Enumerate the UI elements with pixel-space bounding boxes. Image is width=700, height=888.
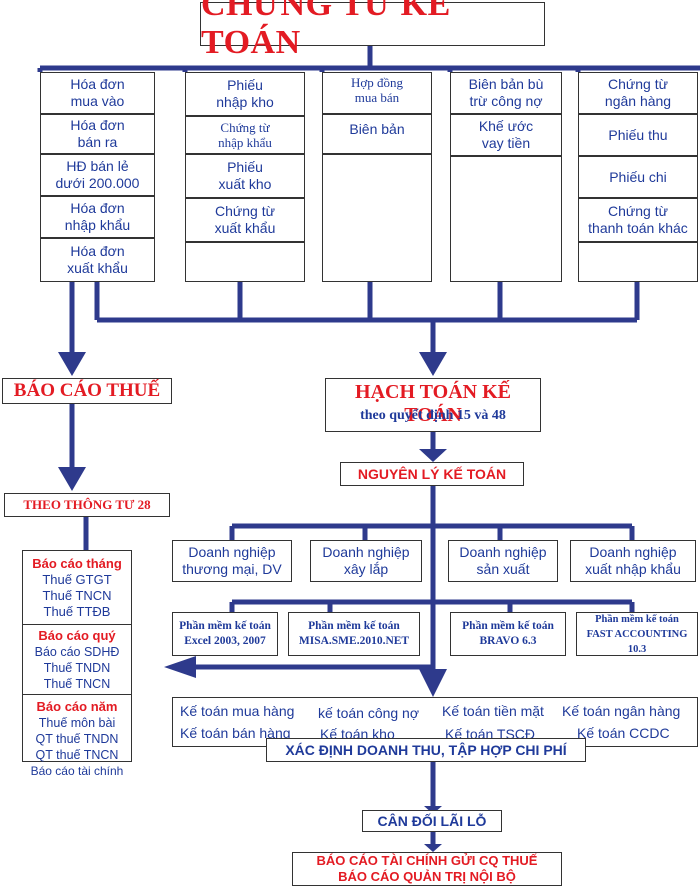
doc-cell: Hóa đơn mua vào <box>40 72 155 114</box>
software-excel: Phần mềm kế toán Excel 2003, 2007 <box>172 612 278 656</box>
doc-cell: Phiếu xuất kho <box>185 154 305 198</box>
doc-cell: Khế ước vay tiền <box>450 114 562 156</box>
business-type: Doanh nghiệp thương mại, DV <box>172 540 292 582</box>
tax-group-heading: Báo cáo tháng <box>32 556 122 571</box>
accounting-title: HẠCH TOÁN KẾ TOÁN <box>355 381 511 426</box>
doc-cell: Hóa đơn nhập khẩu <box>40 196 155 238</box>
account-item: Kế toán bán hàng <box>180 725 291 741</box>
doc-cell: Chứng từ nhập khẩu <box>185 116 305 154</box>
account-item: Kế toán tiền mặt <box>442 703 544 719</box>
principles-title: NGUYÊN LÝ KẾ TOÁN <box>340 462 524 486</box>
business-type: Doanh nghiệp xuất nhập khẩu <box>570 540 696 582</box>
tax-item: Thuế TNCN <box>43 677 111 691</box>
doc-cell: Chứng từ ngân hàng <box>578 72 698 114</box>
doc-cell: Hóa đơn bán ra <box>40 114 155 154</box>
doc-cell: Phiếu chi <box>578 156 698 198</box>
doc-cell: Phiếu thu <box>578 114 698 156</box>
accounting-subtitle: theo quyết định 15 và 48 <box>360 408 506 423</box>
tax-item: Thuế TNDN <box>43 661 111 675</box>
final-report-line: BÁO CÁO QUẢN TRỊ NỘI BỘ <box>338 869 516 884</box>
tax-item: QT thuế TNCN <box>35 748 119 762</box>
doc-cell-empty <box>322 154 432 282</box>
page-title: CHỨNG TỪ KẾ TOÁN <box>200 0 545 61</box>
tax-item: Báo cáo tài chính <box>30 764 124 778</box>
software-fast: Phần mềm kế toán FAST ACCOUNTING 10.3 <box>576 612 698 656</box>
tax-item: Thuế TTĐB <box>43 604 111 619</box>
software-bravo: Phần mềm kế toán BRAVO 6.3 <box>450 612 566 656</box>
business-type: Doanh nghiệp sản xuất <box>448 540 558 582</box>
doc-cell-empty <box>450 156 562 282</box>
doc-cell: HĐ bán lẻ dưới 200.000 <box>40 154 155 196</box>
tax-groups-panel <box>22 550 132 762</box>
circular-28-title: THEO THÔNG TƯ 28 <box>4 493 170 517</box>
doc-cell: Biên bản <box>322 114 432 154</box>
tax-item: Thuế TNCN <box>42 588 112 603</box>
doc-cell: Hợp đồng mua bán <box>322 72 432 114</box>
business-type: Doanh nghiệp xây lắp <box>310 540 422 582</box>
doc-cell: Phiếu nhập kho <box>185 72 305 116</box>
doc-cell: Chứng từ xuất khẩu <box>185 198 305 242</box>
doc-cell-empty <box>578 242 698 282</box>
account-item: Kế toán ngân hàng <box>562 703 681 719</box>
account-item: Kế toán mua hàng <box>180 703 295 719</box>
account-item: kế toán công nợ <box>318 705 420 721</box>
profit-step: CÂN ĐỐI LÃI LỖ <box>362 810 502 832</box>
tax-group-monthly: Báo cáo tháng Thuế GTGT Thuế TNCN Thuế T… <box>22 555 132 620</box>
tax-group-heading: Báo cáo năm <box>36 699 118 714</box>
tax-item: Báo cáo SDHĐ <box>34 645 120 659</box>
doc-cell: Chứng từ thanh toán khác <box>578 198 698 242</box>
tax-item: Thuế GTGT <box>42 572 112 587</box>
tax-report-title: BÁO CÁO THUẾ <box>2 378 172 404</box>
tax-group-quarterly: Báo cáo quý Báo cáo SDHĐ Thuế TNDN Thuế … <box>22 627 132 692</box>
final-report-line: BÁO CÁO TÀI CHÍNH GỬI CQ THUẾ <box>316 853 538 868</box>
tax-group-annual: Báo cáo năm Thuế môn bài QT thuế TNDN QT… <box>22 699 132 779</box>
tax-group-heading: Báo cáo quý <box>38 628 116 643</box>
doc-cell: Hóa đơn xuất khẩu <box>40 238 155 282</box>
tax-item: QT thuế TNDN <box>35 732 119 746</box>
account-item: Kế toán CCDC <box>577 725 670 741</box>
final-reports-box <box>292 852 562 886</box>
tax-item: Thuế môn bài <box>38 716 116 730</box>
accounting-box <box>325 378 541 432</box>
software-misa: Phần mềm kế toán MISA.SME.2010.NET <box>288 612 420 656</box>
doc-cell-empty <box>185 242 305 282</box>
revenue-step: XÁC ĐỊNH DOANH THU, TẬP HỢP CHI PHÍ <box>266 738 586 762</box>
doc-cell: Biên bản bù trừ công nợ <box>450 72 562 114</box>
